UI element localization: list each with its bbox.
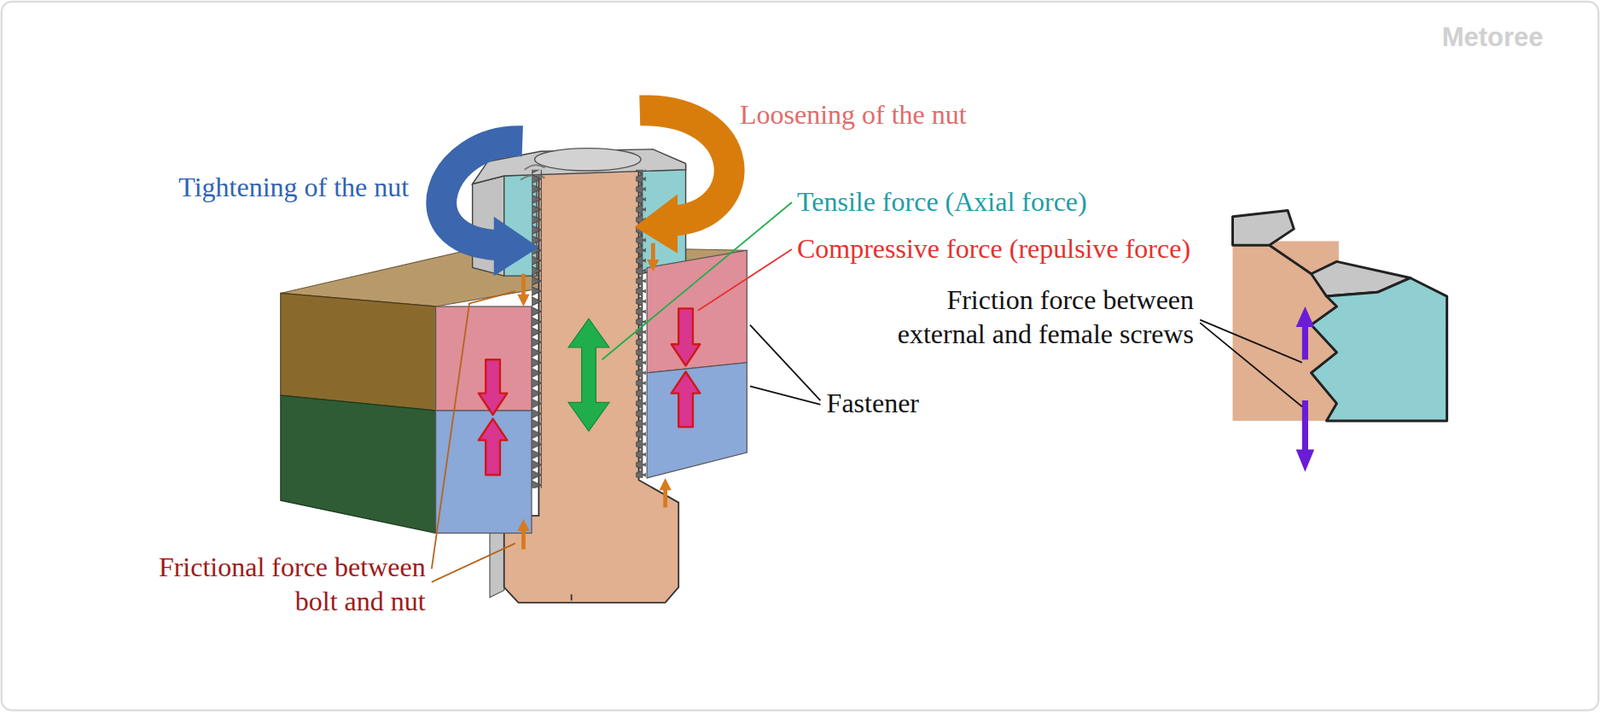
leader-line (1199, 322, 1303, 407)
upper-plate-side (280, 292, 437, 411)
leader-line (431, 290, 516, 569)
lower-plate-section (436, 410, 532, 533)
bolt-end (535, 148, 641, 171)
thread (531, 169, 542, 489)
watermark: Metoree (1442, 20, 1544, 55)
loosening-arrow (640, 110, 730, 221)
lower-plate-side (280, 395, 437, 533)
inset-bolt-top (1233, 210, 1295, 246)
leader-line (431, 542, 516, 582)
callout-label: Frictional force between bolt and nut (138, 549, 426, 618)
callout-label: Tensile force (Axial force) (797, 184, 1088, 219)
friction-arrow (1296, 306, 1315, 360)
compressive-arrow (478, 359, 507, 415)
tensile-arrow (568, 318, 610, 431)
friction-arrow (1296, 400, 1315, 472)
leader-line (750, 385, 821, 405)
callout-label: Loosening of the nut (739, 97, 967, 132)
bolt-notch (570, 593, 573, 600)
tightening-arrow-head (494, 216, 540, 276)
friction-arrow (517, 273, 530, 307)
loosening-arrow-head (634, 193, 678, 253)
inset-outline (1269, 244, 1312, 274)
callout-label: Compressive force (repulsive force) (797, 231, 1191, 266)
callout-label: Tightening of the nut (178, 169, 409, 204)
friction-arrow (646, 243, 659, 272)
compressive-arrow (671, 308, 700, 366)
compressive-arrow (478, 418, 507, 476)
lower-plate-section (646, 362, 747, 478)
friction-arrow (658, 477, 671, 508)
leader-line (602, 202, 792, 360)
upper-plate-section (646, 250, 747, 373)
inset-nut (1311, 278, 1448, 421)
callout-label: Friction force between external and fema… (879, 282, 1194, 351)
leader-line (698, 249, 792, 311)
compressive-arrow (671, 372, 700, 428)
leader-line (1199, 320, 1303, 363)
friction-arrow (517, 518, 530, 550)
callout-label: Fastener (826, 385, 920, 420)
